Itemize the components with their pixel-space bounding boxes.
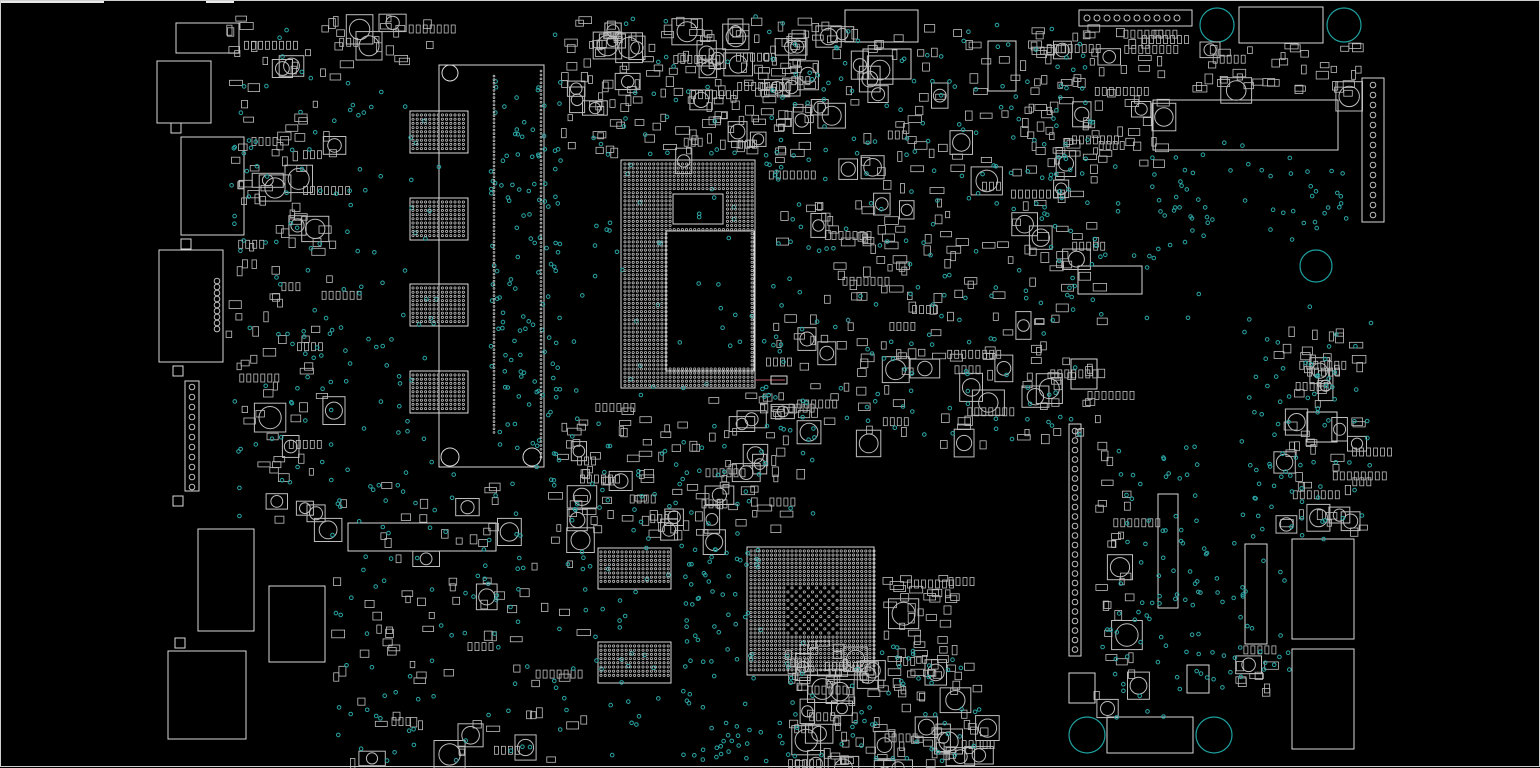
hdmi-port bbox=[159, 250, 223, 362]
top-chip bbox=[1239, 7, 1323, 43]
ethernet-port bbox=[198, 529, 254, 631]
audio-jack-block bbox=[168, 651, 246, 739]
top-mid-chip-3 bbox=[988, 41, 1016, 91]
mount-hole-4 bbox=[1069, 717, 1105, 753]
usb-port-1 bbox=[157, 61, 211, 123]
chip-left-lower bbox=[269, 586, 325, 662]
mark-1 bbox=[171, 123, 181, 133]
right-port-1 bbox=[1292, 539, 1354, 639]
mount-hole-2 bbox=[1327, 8, 1361, 42]
narrow-chip bbox=[1158, 494, 1178, 608]
mark-2 bbox=[181, 239, 191, 249]
right-header bbox=[1362, 78, 1384, 222]
long-header bbox=[1069, 424, 1081, 656]
mount-hole-5 bbox=[1196, 717, 1232, 753]
top-header bbox=[1079, 10, 1192, 26]
right-port-2 bbox=[1292, 649, 1354, 749]
cpu-inner bbox=[666, 231, 754, 371]
bottom-right-area bbox=[1069, 359, 1354, 753]
top-mid-chip bbox=[845, 10, 918, 42]
mount-hole-3 bbox=[1300, 250, 1332, 282]
mount-hole-1 bbox=[1200, 8, 1234, 42]
mark-3 bbox=[173, 366, 183, 376]
bottom-connector bbox=[1107, 717, 1193, 753]
usb-port-2 bbox=[181, 137, 244, 235]
top-right-area bbox=[845, 7, 1384, 294]
mark-4 bbox=[173, 496, 183, 506]
small-ic bbox=[1307, 412, 1337, 442]
mark-5 bbox=[175, 638, 185, 648]
left-connectors bbox=[157, 23, 325, 739]
switch-2 bbox=[1069, 673, 1095, 703]
so-dimm-slot bbox=[439, 65, 544, 467]
wide-connector bbox=[1153, 100, 1338, 150]
lower-connector bbox=[348, 523, 496, 551]
